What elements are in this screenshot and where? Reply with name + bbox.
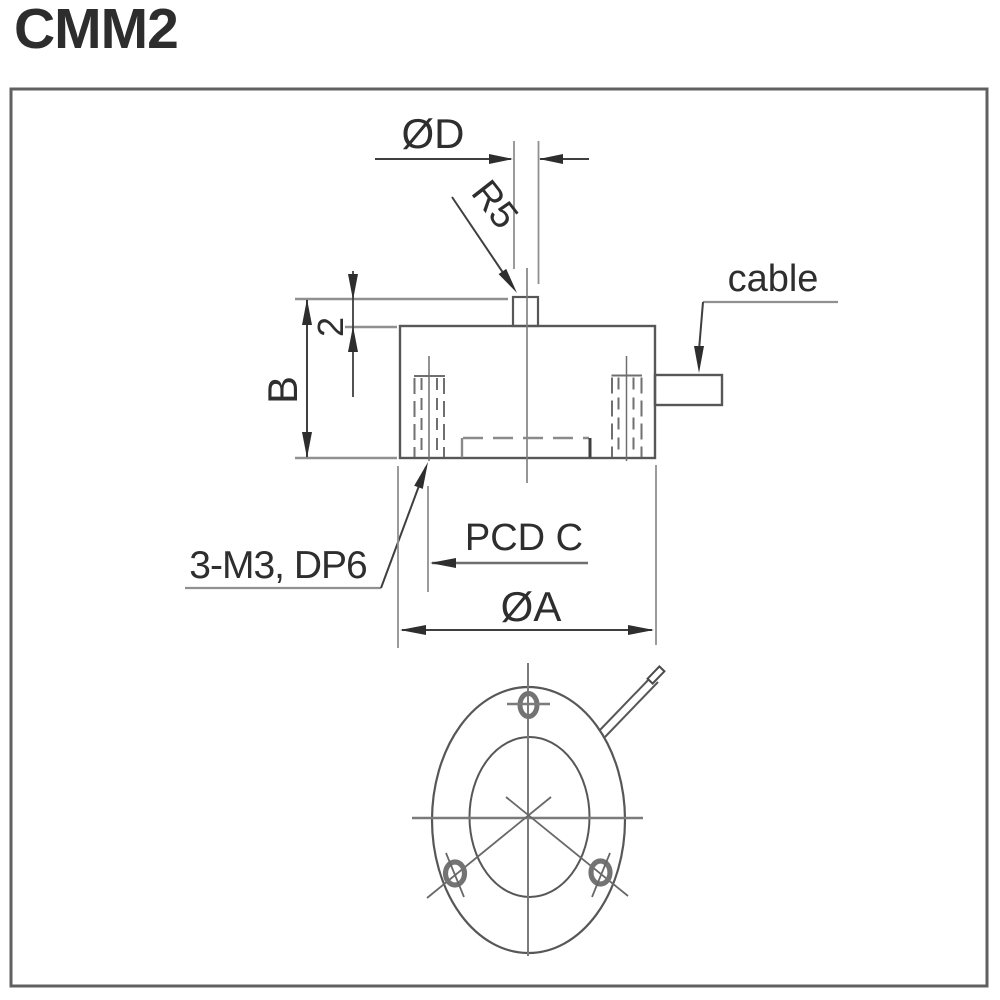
cable-bottom-view bbox=[598, 665, 666, 738]
bolt-hole-right-centerline bbox=[591, 852, 611, 898]
page-title: CMM2 bbox=[14, 0, 179, 61]
hidden-recess bbox=[460, 436, 592, 458]
dim-outer-diameter: ØA bbox=[397, 465, 657, 648]
cable-callout: cable bbox=[694, 258, 838, 373]
bottom-view bbox=[412, 663, 666, 956]
dim-body-height: B bbox=[259, 297, 508, 460]
bolt-hole-left bbox=[442, 859, 468, 888]
boss-diameter-label: ØD bbox=[402, 110, 465, 157]
cable-stub-outline bbox=[653, 373, 724, 407]
body-height-label: B bbox=[259, 376, 306, 404]
bolt-hole-left-centerline bbox=[445, 852, 465, 898]
mount-holes-label: 3-M3, DP6 bbox=[189, 544, 366, 587]
boss-height-label: 2 bbox=[310, 317, 351, 337]
tapped-hole-left bbox=[413, 356, 445, 461]
thread-note-callout: 3-M3, DP6 bbox=[185, 462, 428, 590]
side-view bbox=[398, 268, 724, 483]
drawing-frame bbox=[9, 87, 989, 988]
tapped-hole-right bbox=[611, 356, 643, 461]
outer-diameter-label: ØA bbox=[501, 583, 562, 630]
cable-label: cable bbox=[728, 258, 819, 300]
dim-boss-diameter: ØD bbox=[375, 110, 589, 284]
bolt-hole-right bbox=[588, 858, 613, 887]
cable-end-cap bbox=[646, 665, 666, 685]
dim-pitch-circle: PCD C bbox=[427, 486, 588, 592]
radial-line-left bbox=[426, 796, 552, 899]
boss-outline bbox=[511, 295, 540, 328]
pitch-circle-label: PCD C bbox=[465, 517, 583, 559]
dim-boss-height: 2 bbox=[310, 271, 358, 397]
